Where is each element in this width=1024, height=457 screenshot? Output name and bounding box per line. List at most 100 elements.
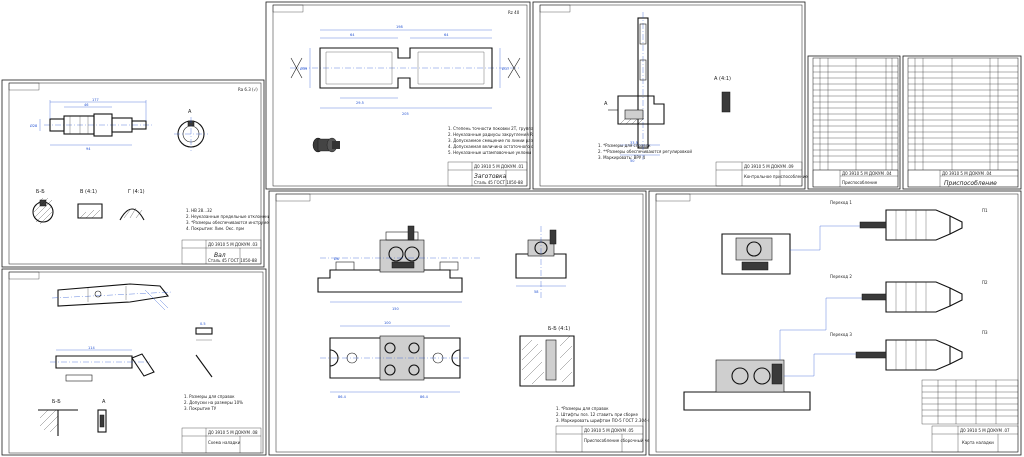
fixture-title-block: Д0 3910 5 М ДОКУМ .05 Приспособление сбо… <box>555 425 661 453</box>
shaft-section-bb-label: Б-Б <box>36 189 45 195</box>
fixture-notes: 1. *Размеры для справок 2. Штифты поз. 1… <box>556 406 654 423</box>
svg-text:Карта наладки: Карта наладки <box>962 440 994 445</box>
svg-text:Д0 3910 5 М ДОКУМ .08: Д0 3910 5 М ДОКУМ .08 <box>208 430 258 435</box>
fixture-section-bb-label: Б-Б (4:1) <box>548 326 570 332</box>
svg-text:Ø39: Ø39 <box>300 66 307 71</box>
svg-text:Сталь 45 ГОСТ 1050-88: Сталь 45 ГОСТ 1050-88 <box>474 180 523 185</box>
fixture-section-bb: Б-Б (4:1) <box>519 326 575 387</box>
svg-text:2. Неуказанные радиусы закругл: 2. Неуказанные радиусы закруглений R2 <box>448 132 536 137</box>
shaft-section-bb: Б-Б <box>32 189 54 225</box>
adjust-view-a-label: А (4:1) <box>714 76 731 82</box>
shaft-notes: 1. НВ 28...32 2. Неуказанные предельные … <box>186 208 332 231</box>
svg-text:3. Маркировать шрифтом ПО-5 ГО: 3. Маркировать шрифтом ПО-5 ГОСТ 2.304-8… <box>556 418 654 423</box>
svg-text:64: 64 <box>350 33 355 37</box>
svg-text:0.5: 0.5 <box>200 322 206 326</box>
svg-text:1. *Размеры для справок: 1. *Размеры для справок <box>556 406 609 411</box>
shaft-view-g-label: Г (4:1) <box>128 189 145 195</box>
tooling-title-block: Д0 3910 5 М ДОКУМ .07 Карта наладки <box>931 425 1019 453</box>
sheet-shaft[interactable]: 177 46 94 Ø28 А Б-Б В (4:1) Г (4:1) <box>1 79 332 268</box>
svg-text:177: 177 <box>92 98 99 102</box>
svg-text:Д0 3910 5 М ДОКУМ .04: Д0 3910 5 М ДОКУМ .04 <box>942 171 992 176</box>
fixture-plan-view: 100 86.4 86.4 <box>320 321 470 399</box>
svg-text:Сталь 45 ГОСТ 1050-88: Сталь 45 ГОСТ 1050-88 <box>208 258 257 263</box>
sheet-blank[interactable]: Rz 40 198 64 64 205 29.5 Ø39 Ø37 <box>265 1 559 190</box>
svg-text:3. Покрытие ТУ: 3. Покрытие ТУ <box>184 406 217 411</box>
svg-text:4. Покрытие: Хим. Окс. прм: 4. Покрытие: Хим. Окс. прм <box>186 226 244 231</box>
fixture-side-view: 58 <box>515 226 567 300</box>
svg-text:П2: П2 <box>982 280 988 285</box>
spec2-table <box>908 58 1018 171</box>
svg-text:4. Допускаемая величина остато: 4. Допускаемая величина остаточного обло… <box>448 144 558 149</box>
adjust-view-a: А (4:1) <box>714 76 731 113</box>
tooling-machine-base <box>683 233 811 411</box>
adjust-assembly-view: 33.5 50 А <box>604 12 665 163</box>
svg-text:Д0 3910 5 М ДОКУМ .03: Д0 3910 5 М ДОКУМ .03 <box>208 242 258 247</box>
svg-text:1. Размеры для справок: 1. Размеры для справок <box>184 394 235 399</box>
svg-text:Приспособление сборочный чертё: Приспособление сборочный чертёж <box>584 438 661 443</box>
svg-text:Ø37: Ø37 <box>502 66 509 71</box>
shaft-side-view: 177 46 94 Ø28 <box>30 98 152 151</box>
ops-title-block: Д0 3910 5 М ДОКУМ .08 Схема наладки <box>181 427 262 454</box>
adjust-notes: 1. *Размеры для справок 2. **Размеры обе… <box>598 143 692 160</box>
svg-text:1. *Размеры для справок: 1. *Размеры для справок <box>598 143 651 148</box>
svg-text:Д0 3910 5 М ДОКУМ .07: Д0 3910 5 М ДОКУМ .07 <box>960 428 1010 433</box>
sheet-spec-1[interactable]: Д0 3910 5 М ДОКУМ .04 Приспособление <box>807 55 901 190</box>
svg-text:Переход 1: Переход 1 <box>830 200 852 205</box>
svg-text:3. *Размеры обеспечиваются инс: 3. *Размеры обеспечиваются инструментом <box>186 220 279 225</box>
svg-text:33.5: 33.5 <box>630 141 638 145</box>
svg-text:114: 114 <box>88 346 95 350</box>
ops-detail-right: 0.5 <box>195 322 213 378</box>
svg-text:Переход 3: Переход 3 <box>830 332 852 337</box>
svg-text:58: 58 <box>534 290 538 294</box>
svg-text:Приспособление: Приспособление <box>842 180 878 185</box>
svg-text:150: 150 <box>392 307 399 311</box>
sheet-ops[interactable]: 114 0.5 Б-Б А 1. Размеры для справок 2. … <box>1 268 267 456</box>
svg-text:2. Штифты поз. 12 ставить при: 2. Штифты поз. 12 ставить при сборке <box>556 412 639 417</box>
sheet-spec-2[interactable]: Д0 3910 5 М ДОКУМ .04 Приспособление <box>902 55 1022 190</box>
svg-text:29.5: 29.5 <box>356 101 364 105</box>
shaft-title-block: Д0 3910 5 М ДОКУМ .03 Вал Сталь 45 ГОСТ … <box>181 239 262 265</box>
svg-text:100: 100 <box>384 321 391 325</box>
spec2-title-block: Д0 3910 5 М ДОКУМ .04 Приспособление <box>907 169 1019 188</box>
sheet-fixture[interactable]: 150 Ø6 100 86.4 86.4 <box>268 190 661 456</box>
svg-text:Д0 3910 5 М ДОКУМ .04: Д0 3910 5 М ДОКУМ .04 <box>842 171 892 176</box>
svg-text:1. Степень точности поковки 2Т: 1. Степень точности поковки 2Т, группа с… <box>448 126 555 131</box>
ops-view-a-label: А <box>102 399 106 405</box>
blank-forging-view: 198 64 64 205 29.5 Ø39 Ø37 <box>290 25 521 116</box>
blank-notes: 1. Степень точности поковки 2Т, группа с… <box>448 126 559 155</box>
tooling-tool-2: Переход 2 П2 <box>779 274 988 360</box>
shaft-view-v: В (4:1) <box>77 189 103 219</box>
adjust-title-block: Д0 3910 5 М ДОКУМ .09 Контрольное приспо… <box>715 161 808 187</box>
adjust-arrow-a-label: А <box>604 101 608 107</box>
svg-text:46: 46 <box>84 103 88 107</box>
svg-text:Заготовка: Заготовка <box>474 173 507 180</box>
svg-text:64: 64 <box>444 33 449 37</box>
ops-notes: 1. Размеры для справок 2. Допуски на раз… <box>184 394 243 411</box>
svg-text:2. Допуски на размеры 10%: 2. Допуски на размеры 10% <box>184 400 243 405</box>
blank-roughness-mark: Rz 40 <box>508 10 520 15</box>
tooling-tool-3: Переход 3 П3 <box>784 330 988 377</box>
shaft-view-a-label: А <box>188 109 192 115</box>
svg-text:П1: П1 <box>982 208 988 213</box>
sheet-adjust[interactable]: 33.5 50 А А (4:1) 1. *Размеры для справо… <box>532 1 808 190</box>
ops-section-bb-label: Б-Б <box>52 399 61 405</box>
sheet-tooling[interactable]: Переход 1 П1 Переход 2 П2 Переход 3 П3 <box>648 190 1022 456</box>
svg-text:2. Неуказанные предельные откл: 2. Неуказанные предельные отклонения раз… <box>186 214 332 219</box>
svg-text:198: 198 <box>396 25 403 29</box>
tooling-table <box>921 379 1019 425</box>
fixture-front-view: 150 Ø6 <box>317 225 480 311</box>
svg-text:Переход 2: Переход 2 <box>830 274 852 279</box>
shaft-view-g: Г (4:1) <box>119 189 145 221</box>
svg-text:Д0 3910 5 М ДОКУМ .01: Д0 3910 5 М ДОКУМ .01 <box>474 164 524 169</box>
spec1-table <box>813 58 898 171</box>
svg-text:Д0 3910 5 М ДОКУМ .09: Д0 3910 5 М ДОКУМ .09 <box>744 164 794 169</box>
shaft-end-view: А <box>174 109 208 151</box>
spec1-title-block: Д0 3910 5 М ДОКУМ .04 Приспособление <box>812 169 899 188</box>
shaft-roughness-mark: Ra 6.3 (√) <box>238 87 258 92</box>
svg-text:Ø28: Ø28 <box>30 123 37 128</box>
blank-title-block: Д0 3910 5 М ДОКУМ .01 Заготовка Сталь 45… <box>447 161 528 187</box>
shaft-view-v-label: В (4:1) <box>80 189 97 195</box>
ops-blank-view-top <box>51 283 173 311</box>
ops-view-a: А <box>97 399 107 433</box>
